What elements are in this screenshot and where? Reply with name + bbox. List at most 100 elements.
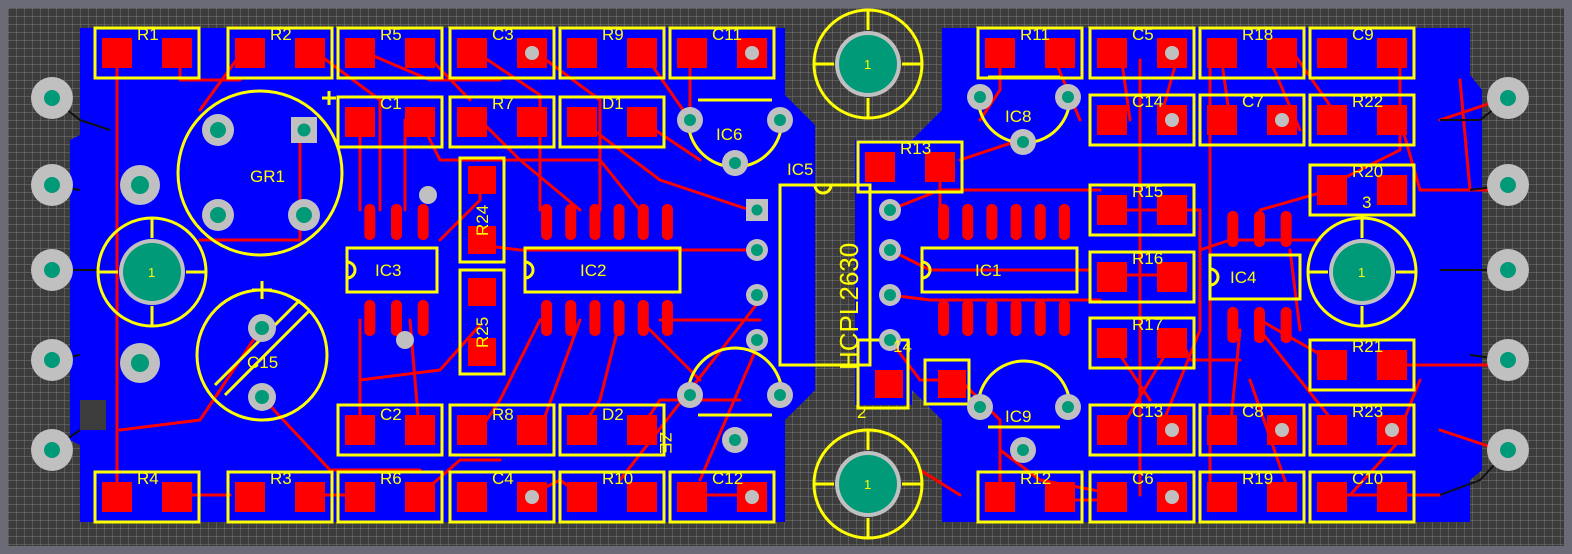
drill-hole xyxy=(210,122,226,138)
copper-trace xyxy=(698,338,762,482)
pad xyxy=(345,482,375,512)
drill-hole xyxy=(296,207,312,223)
smd-component-d1 xyxy=(567,107,657,137)
ic-pin xyxy=(541,204,553,240)
via xyxy=(1165,423,1179,437)
smd-component-r18 xyxy=(1207,38,1297,68)
component-label: R4 xyxy=(137,469,159,488)
pin1-notch xyxy=(921,260,932,280)
pad xyxy=(1207,482,1237,512)
pin1-notch xyxy=(524,260,535,280)
pad xyxy=(627,482,657,512)
pad xyxy=(1267,482,1297,512)
silk-outline xyxy=(1308,26,1416,80)
component-label: C8 xyxy=(1242,402,1264,421)
component-label: C5 xyxy=(1132,25,1154,44)
silk-outline xyxy=(458,156,506,264)
ic-pin xyxy=(986,204,998,240)
via xyxy=(525,46,539,60)
copper-trace xyxy=(638,318,702,382)
pad xyxy=(1377,105,1407,135)
component-label: C12 xyxy=(712,469,743,488)
pad xyxy=(235,482,265,512)
via xyxy=(1165,113,1179,127)
smd-component-r9 xyxy=(567,38,657,68)
drill-hole xyxy=(210,207,226,223)
pad xyxy=(1157,328,1187,358)
via xyxy=(1165,490,1179,504)
drill-hole xyxy=(729,157,741,169)
silk-outline xyxy=(1308,93,1416,147)
smd-component-r24 xyxy=(468,166,496,254)
ic-pin xyxy=(938,300,950,336)
pad xyxy=(567,415,597,445)
pad xyxy=(985,482,1015,512)
pad xyxy=(405,482,435,512)
component-label: R5 xyxy=(380,25,402,44)
pad xyxy=(627,107,657,137)
via xyxy=(1275,113,1289,127)
silk-outline xyxy=(1308,403,1416,457)
drill-hole xyxy=(44,442,60,458)
ic-pin xyxy=(364,300,376,336)
silk-outline xyxy=(336,470,444,524)
smd-component-c4 xyxy=(457,482,547,512)
copper-trace xyxy=(1288,248,1302,332)
smd-component-r15 xyxy=(1097,195,1187,225)
smd-component-c9 xyxy=(1317,38,1407,68)
drill-hole xyxy=(974,401,986,413)
copper-trace xyxy=(1458,78,1472,192)
smd-component-r19 xyxy=(1207,482,1297,512)
ic-pin xyxy=(565,300,577,336)
pad xyxy=(235,38,265,68)
ic-pin xyxy=(391,300,402,336)
silk-outline xyxy=(1088,26,1196,80)
ic-pin xyxy=(637,300,649,336)
silk-outline xyxy=(226,470,334,524)
pad xyxy=(1207,415,1237,445)
pad xyxy=(875,370,903,398)
component-label: R11 xyxy=(1020,25,1050,44)
smd-component-c8 xyxy=(1207,415,1297,445)
drill-hole xyxy=(684,389,696,401)
silk-outline xyxy=(226,26,334,80)
pad xyxy=(405,415,435,445)
pad xyxy=(627,38,657,68)
silk-outline xyxy=(1088,316,1196,370)
pad xyxy=(567,107,597,137)
copper-trace xyxy=(1258,328,1342,432)
ic-pin xyxy=(637,204,649,240)
ic-pin xyxy=(962,204,974,240)
component-label: R17 xyxy=(1132,315,1163,334)
component-label: D1 xyxy=(602,94,624,113)
copper-trace xyxy=(258,393,422,472)
copper-trace xyxy=(538,318,582,432)
component-label: R13 xyxy=(900,139,931,158)
silk-outline xyxy=(336,95,444,149)
pad xyxy=(468,278,496,306)
ic-pin xyxy=(364,204,376,240)
component-label: 3 xyxy=(1362,193,1371,212)
smd-component-r12 xyxy=(985,482,1075,512)
smd-component-r7 xyxy=(457,107,547,137)
pad xyxy=(1097,415,1127,445)
silk-outline xyxy=(923,358,971,406)
via xyxy=(1385,423,1399,437)
pad xyxy=(517,415,547,445)
ic-pin xyxy=(1254,307,1265,343)
drill-hole xyxy=(884,244,896,256)
smd-component-c14 xyxy=(1097,105,1187,135)
drill-hole xyxy=(255,321,269,335)
pad xyxy=(1157,195,1187,225)
pad xyxy=(985,38,1015,68)
silk-outline xyxy=(1088,183,1196,237)
ic-pin xyxy=(1280,211,1292,247)
ic-pin xyxy=(1280,307,1292,343)
ic5-body xyxy=(778,183,872,367)
pad xyxy=(345,107,375,137)
silk-outline xyxy=(1308,470,1416,524)
component-label: R25 xyxy=(473,317,492,348)
ic-body xyxy=(1208,253,1302,301)
silk-outline xyxy=(976,470,1084,524)
